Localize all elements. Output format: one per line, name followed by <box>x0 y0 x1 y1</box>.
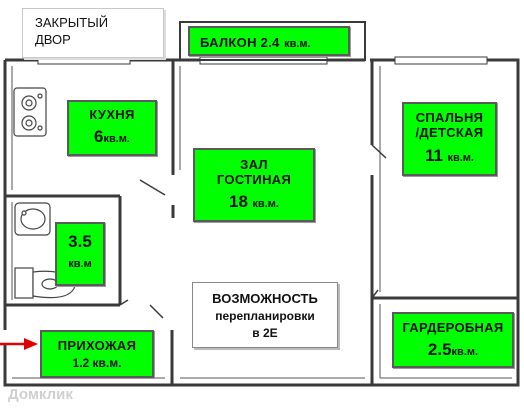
wardrobe-name: ГАРДЕРОБНАЯ <box>402 320 504 335</box>
wardrobe-unit: кв.м. <box>451 345 479 358</box>
door <box>119 299 129 306</box>
kitchen-area: 6 <box>94 126 104 146</box>
entrance-area: 1.2 кв.м. <box>72 355 122 370</box>
kitchen-label: КУХНЯ 6кв.м. <box>67 100 157 156</box>
balcony-unit: кв.м. <box>284 38 311 50</box>
yard-line1: ЗАКРЫТЫЙ <box>35 15 109 30</box>
bedroom-area: 11 <box>425 145 443 165</box>
door <box>371 289 379 299</box>
yard-line2: ДВОР <box>35 31 71 47</box>
bathroom-label: 3.5 кв.м <box>55 222 105 286</box>
bedroom-line2: /ДЕТСКАЯ <box>415 124 484 140</box>
hall-line2: ГОСТИНАЯ <box>216 171 292 187</box>
bedroom-line1: СПАЛЬНЯ <box>415 110 484 125</box>
kitchen-name: КУХНЯ <box>89 107 135 122</box>
hall-label: ЗАЛ ГОСТИНАЯ 18 кв.м. <box>193 148 315 222</box>
bathroom-area: 3.5 <box>68 232 92 251</box>
note-line3: в 2Е <box>252 325 278 340</box>
note-line2: перепланировки <box>215 309 315 324</box>
bathtub-icon <box>14 202 51 236</box>
kitchen-unit: кв.м. <box>103 132 130 145</box>
window <box>394 56 488 65</box>
bedroom-unit: кв.м. <box>447 151 474 164</box>
domclick-watermark: Домклик <box>8 386 73 403</box>
replanning-note: ВОЗМОЖНОСТЬ перепланировки в 2Е <box>192 282 338 348</box>
bedroom-label: СПАЛЬНЯ /ДЕТСКАЯ 11 кв.м. <box>402 102 497 176</box>
hall-area: 18 <box>229 191 248 211</box>
window <box>37 56 131 65</box>
entrance-arrow-icon <box>0 338 38 350</box>
hall-unit: кв.м. <box>252 197 279 210</box>
door <box>149 304 164 319</box>
stove-icon <box>13 87 47 137</box>
balcony-name: БАЛКОН 2.4 <box>200 35 280 50</box>
bathroom-unit: кв.м <box>68 257 92 270</box>
wardrobe-label: ГАРДЕРОБНАЯ 2.5кв.м. <box>392 312 514 368</box>
door <box>139 179 166 196</box>
entrance-name: ПРИХОЖАЯ <box>57 338 137 353</box>
closed-yard-label: ЗАКРЫТЫЙ ДВОР <box>22 8 164 58</box>
entrance-label: ПРИХОЖАЯ 1.2 кв.м. <box>40 330 154 378</box>
door <box>371 144 387 159</box>
balcony-outline <box>179 21 366 61</box>
note-line1: ВОЗМОЖНОСТЬ <box>212 291 318 306</box>
balcony-label: БАЛКОН 2.4 кв.м. <box>188 26 350 56</box>
hall-line1: ЗАЛ <box>240 157 268 172</box>
wardrobe-area: 2.5 <box>427 339 452 359</box>
